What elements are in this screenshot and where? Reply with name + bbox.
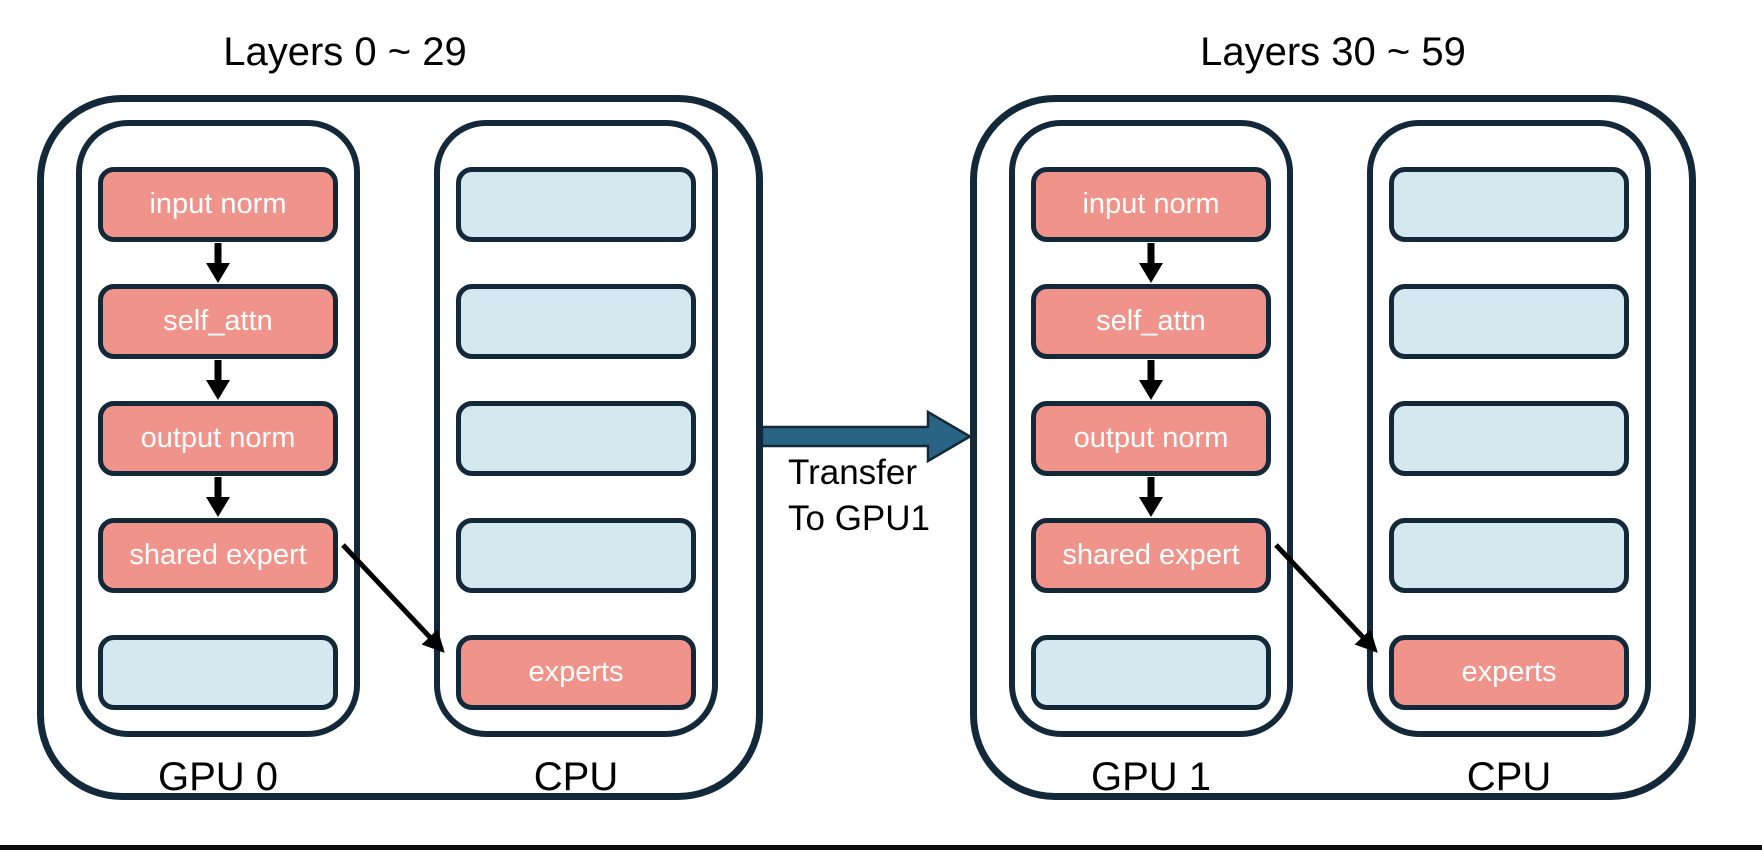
node-container: input norm self_attn output norm	[37, 95, 763, 800]
layer-box-label: output norm	[140, 422, 296, 454]
layer-box-output-norm: output norm	[1031, 401, 1271, 476]
cpu-column: experts	[434, 120, 718, 737]
gpu0-label: GPU 0	[157, 755, 279, 799]
cpu-column: experts	[1367, 120, 1651, 737]
layer-box-label: experts	[528, 656, 624, 688]
empty-memory-box	[456, 167, 696, 242]
empty-memory-box	[456, 518, 696, 593]
layer-box-label: experts	[1461, 656, 1557, 688]
group-layers-30-59: Layers 30 ~ 59 input norm self_attn outp…	[970, 0, 1696, 820]
layer-box-experts: experts	[456, 635, 696, 710]
transfer-label: Transfer To GPU1	[788, 450, 930, 542]
layer-box-input-norm: input norm	[1031, 167, 1271, 242]
layer-box-label: self_attn	[163, 305, 273, 337]
empty-memory-box	[1031, 635, 1271, 710]
empty-memory-box	[1389, 518, 1629, 593]
arrow-slot	[205, 242, 231, 284]
layer-box-label: input norm	[1082, 188, 1220, 220]
bottom-edge-bar	[0, 845, 1762, 850]
empty-memory-box	[1389, 167, 1629, 242]
arrow-slot	[205, 359, 231, 401]
empty-memory-box	[98, 635, 338, 710]
layer-box-self-attn: self_attn	[1031, 284, 1271, 359]
down-arrow-icon	[1139, 477, 1163, 517]
gpu0-column: input norm self_attn output norm	[76, 120, 360, 737]
down-arrow-icon	[206, 360, 230, 400]
down-arrow-icon	[1139, 243, 1163, 283]
down-arrow-icon	[206, 243, 230, 283]
cpu-label: CPU	[533, 755, 619, 799]
gpu1-column: input norm self_attn output norm	[1009, 120, 1293, 737]
empty-memory-box	[1389, 401, 1629, 476]
layer-box-input-norm: input norm	[98, 167, 338, 242]
node-container: input norm self_attn output norm	[970, 95, 1696, 800]
group-layers-0-29: Layers 0 ~ 29 input norm self_attn outpu…	[37, 0, 763, 820]
group-title: Layers 0 ~ 29	[223, 30, 467, 74]
arrow-slot	[1138, 242, 1164, 284]
arrow-slot	[1138, 359, 1164, 401]
gpu1-label: GPU 1	[1090, 755, 1212, 799]
layer-box-label: input norm	[149, 188, 287, 220]
arrow-slot	[1138, 476, 1164, 518]
cpu-label: CPU	[1466, 755, 1552, 799]
empty-memory-box	[456, 401, 696, 476]
empty-memory-box	[456, 284, 696, 359]
layer-box-shared-expert: shared expert	[98, 518, 338, 593]
down-arrow-icon	[206, 477, 230, 517]
empty-memory-box	[1389, 284, 1629, 359]
layer-box-shared-expert: shared expert	[1031, 518, 1271, 593]
layer-box-output-norm: output norm	[98, 401, 338, 476]
layer-box-experts: experts	[1389, 635, 1629, 710]
arrow-slot	[205, 476, 231, 518]
transfer-label-line2: To GPU1	[788, 499, 930, 538]
transfer-label-line1: Transfer	[788, 453, 918, 492]
layer-box-label: self_attn	[1096, 305, 1206, 337]
down-arrow-icon	[1139, 360, 1163, 400]
layer-box-label: shared expert	[1062, 539, 1240, 571]
transfer-arrow-icon	[760, 410, 972, 463]
layer-box-self-attn: self_attn	[98, 284, 338, 359]
group-title: Layers 30 ~ 59	[1200, 30, 1466, 74]
layer-box-label: shared expert	[129, 539, 307, 571]
layer-box-label: output norm	[1073, 422, 1229, 454]
